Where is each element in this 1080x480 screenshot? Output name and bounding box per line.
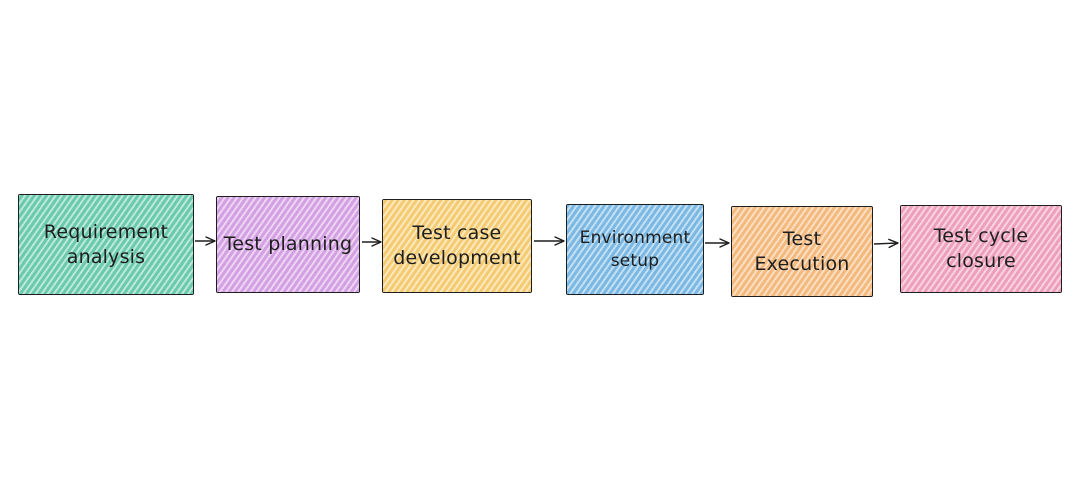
step-test-planning: Test planning	[216, 196, 360, 293]
step-test-case-development: Test case development	[382, 199, 532, 293]
hatch-fill	[383, 200, 531, 292]
step-label: Environment setup	[579, 228, 691, 271]
step-requirement-analysis: Requirement analysis	[18, 194, 194, 295]
step-label: Test planning	[223, 233, 353, 256]
step-label: Test Execution	[754, 227, 850, 275]
hatch-fill	[901, 206, 1061, 292]
arrow-5	[873, 238, 899, 249]
step-test-cycle-closure: Test cycle closure	[900, 205, 1062, 293]
step-environment-setup: Environment setup	[566, 204, 704, 295]
hatch-fill	[217, 197, 359, 292]
step-label: Test case development	[393, 222, 521, 269]
step-test-execution: Test Execution	[731, 206, 873, 297]
hatch-fill	[732, 207, 872, 296]
step-label: Requirement analysis	[43, 220, 169, 268]
hatch-fill	[19, 195, 193, 294]
hatch-fill	[567, 205, 703, 294]
step-label: Test cycle closure	[933, 225, 1029, 272]
